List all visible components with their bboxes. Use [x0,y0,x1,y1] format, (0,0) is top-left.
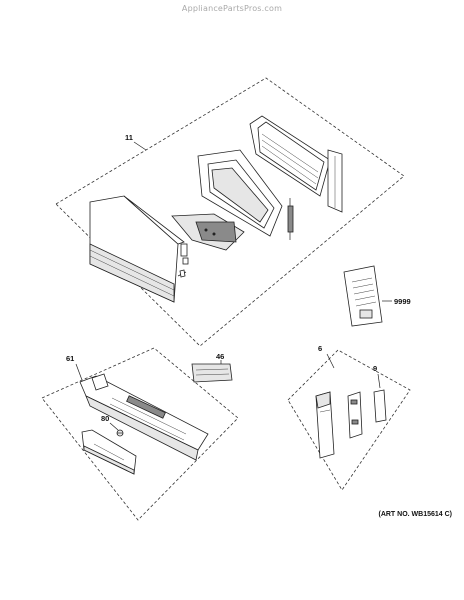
door-latch[interactable] [287,198,294,240]
side-panel-hinge[interactable] [347,391,363,439]
callout-61: 61 [66,354,74,363]
choke-cover[interactable] [171,213,245,251]
control-panel-cover[interactable] [81,429,137,475]
owners-manual[interactable] [343,265,383,327]
callout-9999: 9999 [394,297,411,306]
door-assembly-boundary [55,77,405,347]
control-panel-assembly[interactable] [79,373,209,461]
watermark: AppliancePartsPros.com [181,4,283,13]
callout-9: 9 [373,364,377,373]
inner-door-frame[interactable] [197,149,283,237]
callout-11: 11 [125,133,133,142]
control-panel-boundary [41,347,239,521]
leader-line-11 [133,141,147,151]
vent-grille[interactable] [191,363,233,383]
callout-46: 46 [216,352,224,361]
callout-80: 80 [101,414,109,423]
door-hinge-bracket[interactable] [180,243,189,265]
side-panel-boundary [287,349,411,491]
side-panel-cover[interactable] [373,389,387,423]
door-side-trim[interactable] [327,149,343,213]
leader-line-9 [377,373,381,389]
side-panel-bracket[interactable] [315,391,335,459]
door-screen-frame[interactable] [249,115,331,197]
leader-line-61 [75,363,83,381]
leader-line-6 [326,353,335,369]
latch-spring[interactable] [116,429,124,437]
door-panel[interactable] [89,195,185,303]
leader-line-80 [109,422,119,431]
art-number: (ART NO. WB15614 C) [378,511,452,518]
door-screw[interactable] [177,269,187,278]
callout-6: 6 [318,344,322,353]
